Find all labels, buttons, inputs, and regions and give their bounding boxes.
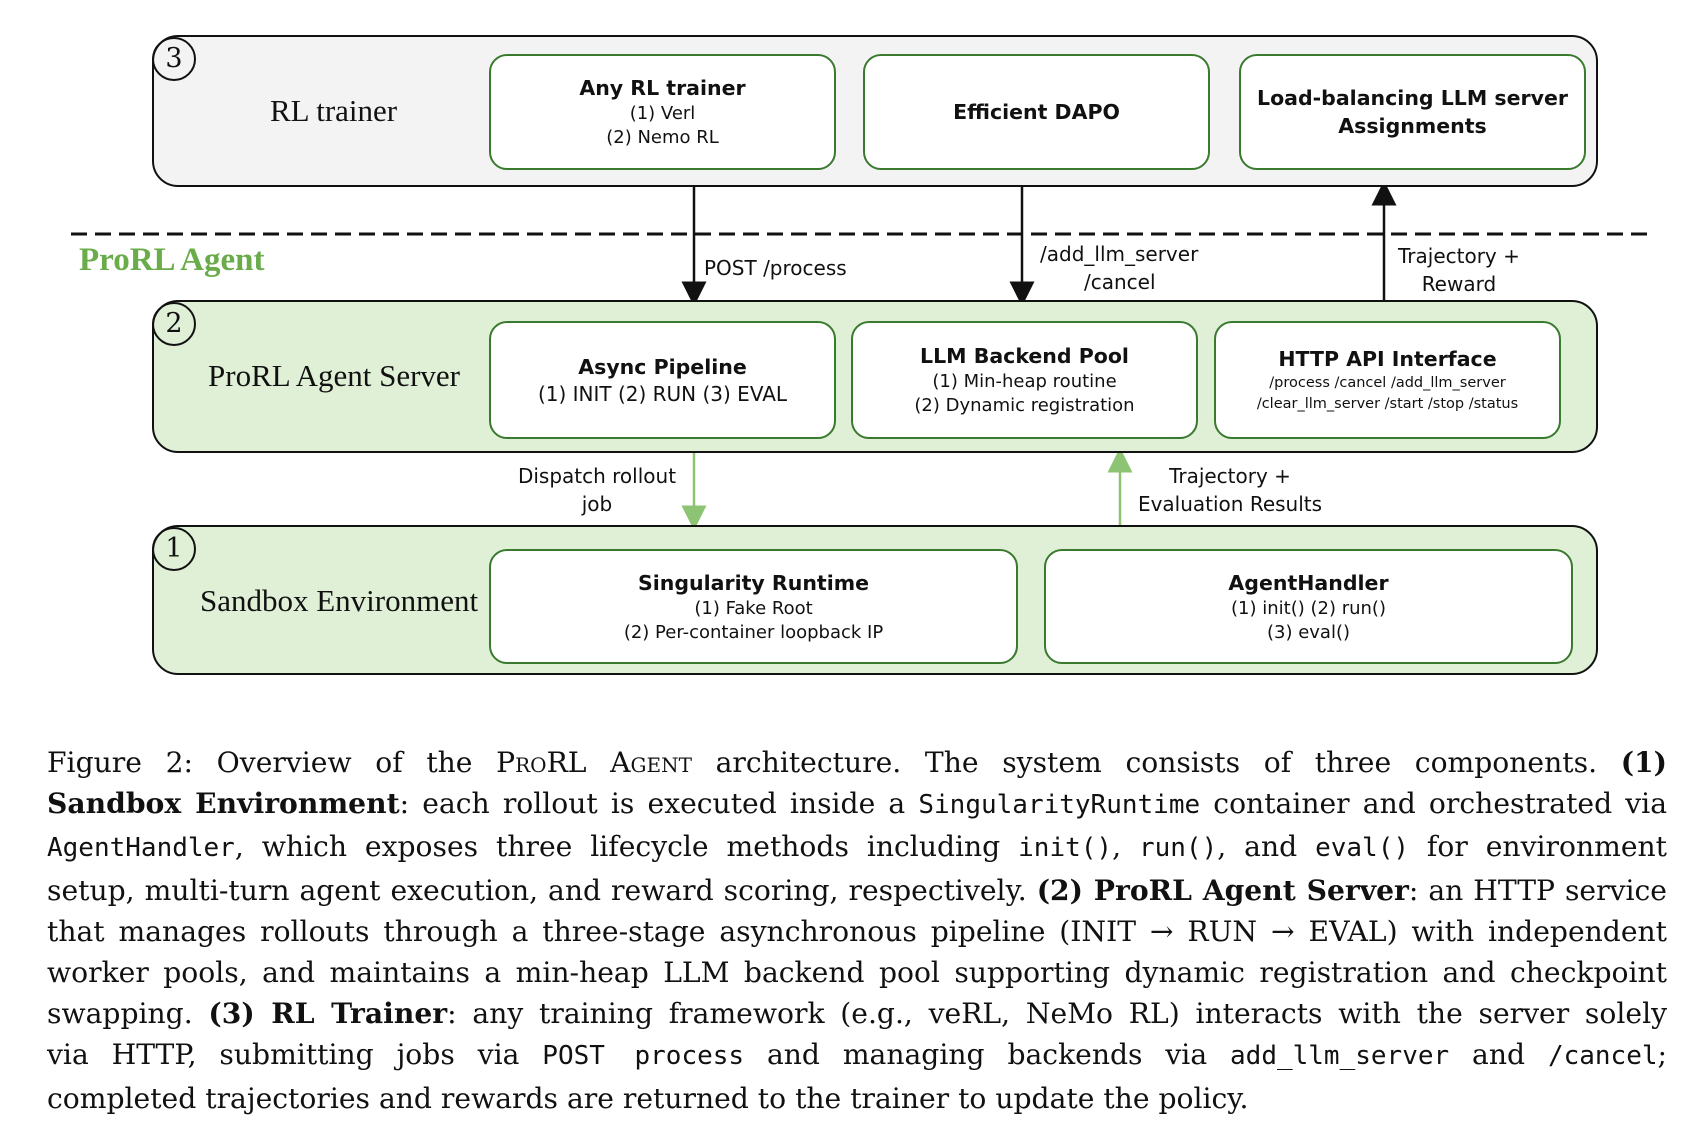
- tier-2-badge: 2: [152, 302, 196, 346]
- agent-server-label: ProRL Agent Server: [208, 358, 460, 393]
- caption-text: container and orchestrated via: [1200, 787, 1668, 821]
- figure-caption: Figure 2: Overview of the ProRL Agent ar…: [47, 742, 1667, 1119]
- rl-trainer-label: RL trainer: [270, 93, 398, 128]
- singularity-runtime-box: Singularity Runtime (1) Fake Root (2) Pe…: [489, 549, 1018, 664]
- efficient-dapo-box: Efficient DAPO: [863, 54, 1210, 170]
- caption-text: : any training framework (e.g., veRL, Ne…: [447, 997, 1668, 1031]
- trajectory-text: Trajectory +: [1169, 464, 1291, 488]
- box-title: HTTP API Interface: [1278, 347, 1497, 371]
- box-line: (1) Fake Root: [694, 597, 813, 619]
- caption-code: add_llm_server: [1230, 1041, 1450, 1072]
- trajectory-eval-label: Trajectory + Evaluation Results: [1132, 462, 1328, 518]
- http-api-interface-box: HTTP API Interface /process /cancel /add…: [1214, 321, 1561, 439]
- caption-text: via HTTP, submitting jobs via: [47, 1038, 543, 1072]
- arrows-layer: [71, 180, 1652, 531]
- any-rl-trainer-box: Any RL trainer (1) Verl (2) Nemo RL: [489, 54, 836, 170]
- sandbox-label: Sandbox Environment: [200, 583, 479, 618]
- caption-text: and managing backends via: [744, 1038, 1231, 1072]
- caption-bold: Sandbox Environment: [47, 787, 400, 821]
- dispatch-rollout-label: Dispatch rollout job: [512, 462, 682, 518]
- box-title-line2: Assignments: [1338, 114, 1487, 138]
- box-line: (3) eval(): [1266, 621, 1351, 643]
- agent-server-tier: 2 ProRL Agent Server Async Pipeline (1) …: [152, 300, 1598, 453]
- caption-text: Figure 2: Overview of the: [47, 746, 497, 779]
- post-process-label: POST /process: [704, 256, 847, 280]
- box-line: (2) Nemo RL: [606, 127, 719, 148]
- trajectory-reward-label: Trajectory + Reward: [1398, 242, 1520, 298]
- box-title: Any RL trainer: [579, 76, 746, 100]
- box-title: Load-balancing LLM server: [1257, 86, 1568, 110]
- caption-code: run(): [1138, 833, 1218, 864]
- eval-results-text: Evaluation Results: [1137, 492, 1323, 516]
- async-pipeline-box: Async Pipeline (1) INIT (2) RUN (3) EVAL: [489, 321, 836, 439]
- box-line: /clear_llm_server /start /stop /status: [1256, 396, 1519, 412]
- caption-text: setup, multi-turn agent execution, and r…: [47, 873, 1037, 907]
- caption-code: AgentHandler: [47, 833, 235, 864]
- caption-code: /cancel: [1547, 1041, 1658, 1072]
- box-title: LLM Backend Pool: [920, 344, 1129, 368]
- box-title: AgentHandler: [1228, 570, 1389, 595]
- caption-line: completed trajectories and rewards are r…: [47, 1081, 1249, 1115]
- caption-bold: (2) ProRL Agent Server: [1036, 873, 1409, 907]
- agent-handler-box: AgentHandler (1) init() (2) run() (3) ev…: [1044, 549, 1573, 664]
- job-text: job: [581, 492, 613, 516]
- caption-text: : an HTTP service: [1408, 873, 1667, 907]
- caption-bold: (1): [1620, 746, 1667, 779]
- box-line: (2) Dynamic registration: [914, 395, 1135, 416]
- caption-line: worker pools, and maintains a min-heap L…: [47, 956, 1667, 990]
- box-line: (1) init() (2) run(): [1231, 597, 1386, 619]
- load-balancing-box: Load-balancing LLM server Assignments: [1239, 54, 1586, 170]
- caption-bold: (3) RL Trainer: [208, 997, 448, 1031]
- box-title: Efficient DAPO: [953, 100, 1120, 124]
- box-title: Async Pipeline: [578, 354, 747, 379]
- reward-text: Reward: [1421, 272, 1497, 296]
- caption-code: POST process: [542, 1041, 745, 1072]
- caption-code: init(): [1018, 833, 1113, 864]
- tier-3-badge: 3: [152, 37, 196, 81]
- llm-backend-pool-box: LLM Backend Pool (1) Min-heap routine (2…: [851, 321, 1198, 439]
- sandbox-tier: 1 Sandbox Environment Singularity Runtim…: [152, 525, 1598, 675]
- caption-text: : each rollout is executed inside a: [399, 787, 919, 821]
- caption-text: swapping.: [47, 997, 209, 1031]
- caption-text: , and: [1217, 830, 1316, 864]
- add-llm-server-label: /add_llm_server /cancel: [1040, 240, 1198, 296]
- box-line: /process /cancel /add_llm_server: [1269, 375, 1506, 391]
- caption-line: that manages rollouts through a three-st…: [47, 914, 1667, 948]
- caption-text: , which exposes three lifecycle methods …: [234, 830, 1019, 864]
- caption-code: SingularityRuntime: [918, 790, 1201, 821]
- dispatch-text: Dispatch rollout: [517, 464, 677, 488]
- caption-text: ,: [1112, 830, 1139, 864]
- caption-text: for environment: [1409, 830, 1667, 864]
- tier-1-badge: 1: [152, 527, 196, 571]
- caption-line: AgentHandler, which exposes three lifecy…: [47, 826, 1667, 869]
- caption-line: swapping. (3) RL Trainer: any training f…: [47, 993, 1667, 1034]
- caption-line: setup, multi-turn agent execution, and r…: [47, 870, 1667, 911]
- caption-line: via HTTP, submitting jobs via POST proce…: [47, 1034, 1667, 1077]
- box-line: (2) Per-container loopback IP: [623, 621, 884, 643]
- prorl-agent-section-title: ProRL Agent: [79, 242, 265, 278]
- add-llm-server-text: /add_llm_server: [1040, 242, 1199, 266]
- caption-code: eval(): [1315, 833, 1409, 864]
- box-line: (1) INIT (2) RUN (3) EVAL: [537, 381, 788, 406]
- caption-line: Sandbox Environment: each rollout is exe…: [47, 783, 1667, 826]
- caption-text: architecture. The system consists of thr…: [691, 746, 1621, 779]
- caption-line: Figure 2: Overview of the ProRL Agent ar…: [47, 742, 1667, 783]
- box-line: (1) Min-heap routine: [932, 371, 1117, 392]
- caption-text: ;: [1657, 1038, 1668, 1072]
- rl-trainer-tier: 3 RL trainer Any RL trainer (1) Verl (2)…: [152, 35, 1598, 187]
- box-title: Singularity Runtime: [637, 570, 869, 595]
- cancel-text: /cancel: [1084, 270, 1156, 294]
- trajectory-text: Trajectory +: [1398, 244, 1520, 268]
- box-line: (1) Verl: [629, 103, 696, 124]
- caption-text: and: [1449, 1038, 1548, 1072]
- caption-smallcaps: ProRL Agent: [496, 746, 692, 779]
